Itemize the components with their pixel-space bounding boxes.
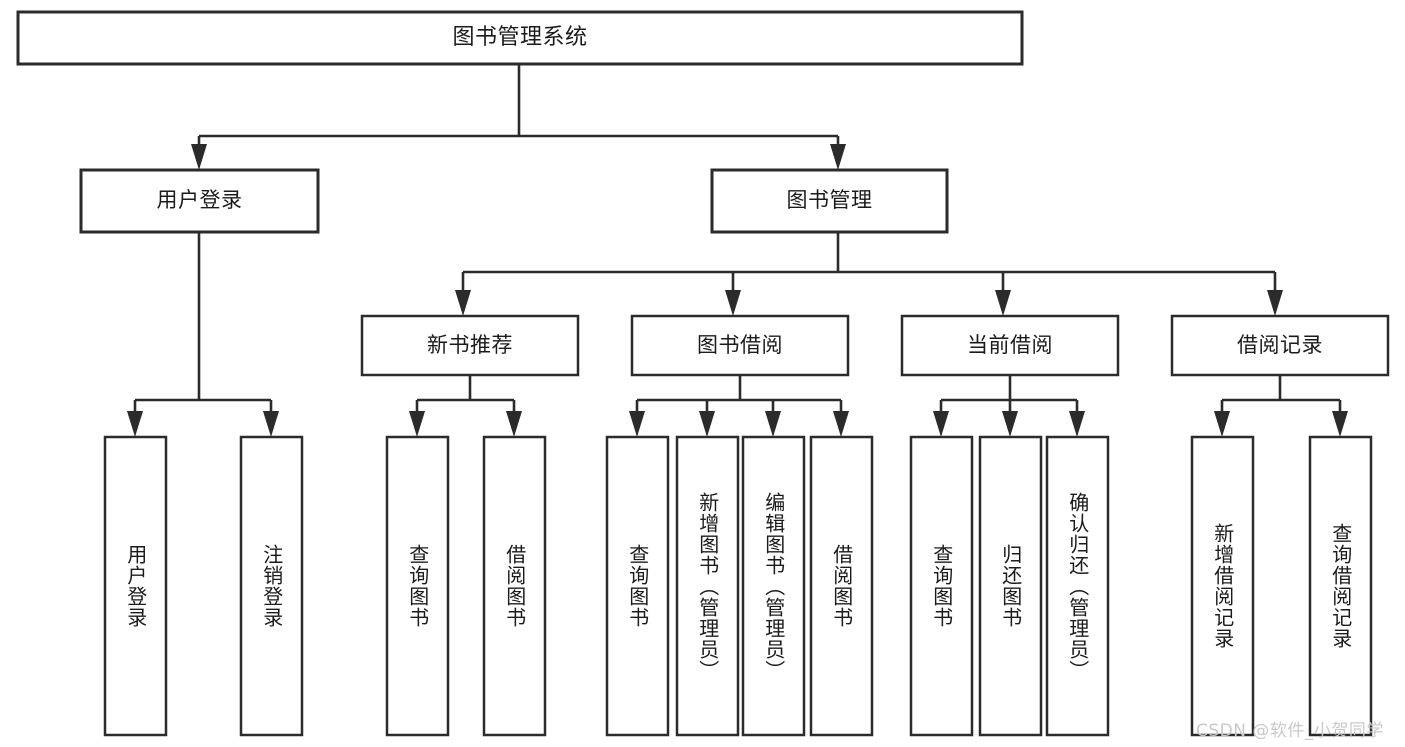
node-leaf-current-borrow-1[interactable] [978,435,1043,737]
connector-borrow-record-to-leaves [1214,375,1348,437]
node-leaf-new-book-0[interactable] [385,435,450,737]
node-leaf-book-borrow-1[interactable] [675,435,740,737]
node-new-book-recommend[interactable] [360,314,580,377]
node-current-borrow[interactable] [900,314,1120,377]
connector-book-borrow-to-leaves [629,375,849,437]
node-leaf-current-borrow-0[interactable] [909,435,974,737]
connector-root-to-level2 [191,64,846,170]
node-leaf-book-borrow-0[interactable] [605,435,670,737]
node-leaf-user-login-1[interactable] [239,435,304,737]
node-user-login[interactable] [79,168,320,234]
node-leaf-book-borrow-3[interactable] [809,435,874,737]
node-leaf-new-book-1[interactable] [482,435,547,737]
node-leaf-current-borrow-2[interactable] [1045,435,1110,737]
node-leaf-book-borrow-2[interactable] [741,435,806,737]
node-book-borrow[interactable] [630,314,850,377]
connector-new-book-to-leaves [409,375,522,437]
node-leaf-borrow-record-0[interactable] [1190,435,1255,737]
connector-current-borrow-to-leaves [933,375,1085,437]
node-root-library-system[interactable] [16,10,1024,66]
node-borrow-record[interactable] [1170,314,1390,377]
node-leaf-user-login-0[interactable] [103,435,168,737]
node-leaf-borrow-record-1[interactable] [1308,435,1373,737]
connector-user-login-to-leaves [127,232,279,437]
connector-book-mgmt-to-level3 [455,232,1283,316]
node-book-management[interactable] [710,168,949,234]
